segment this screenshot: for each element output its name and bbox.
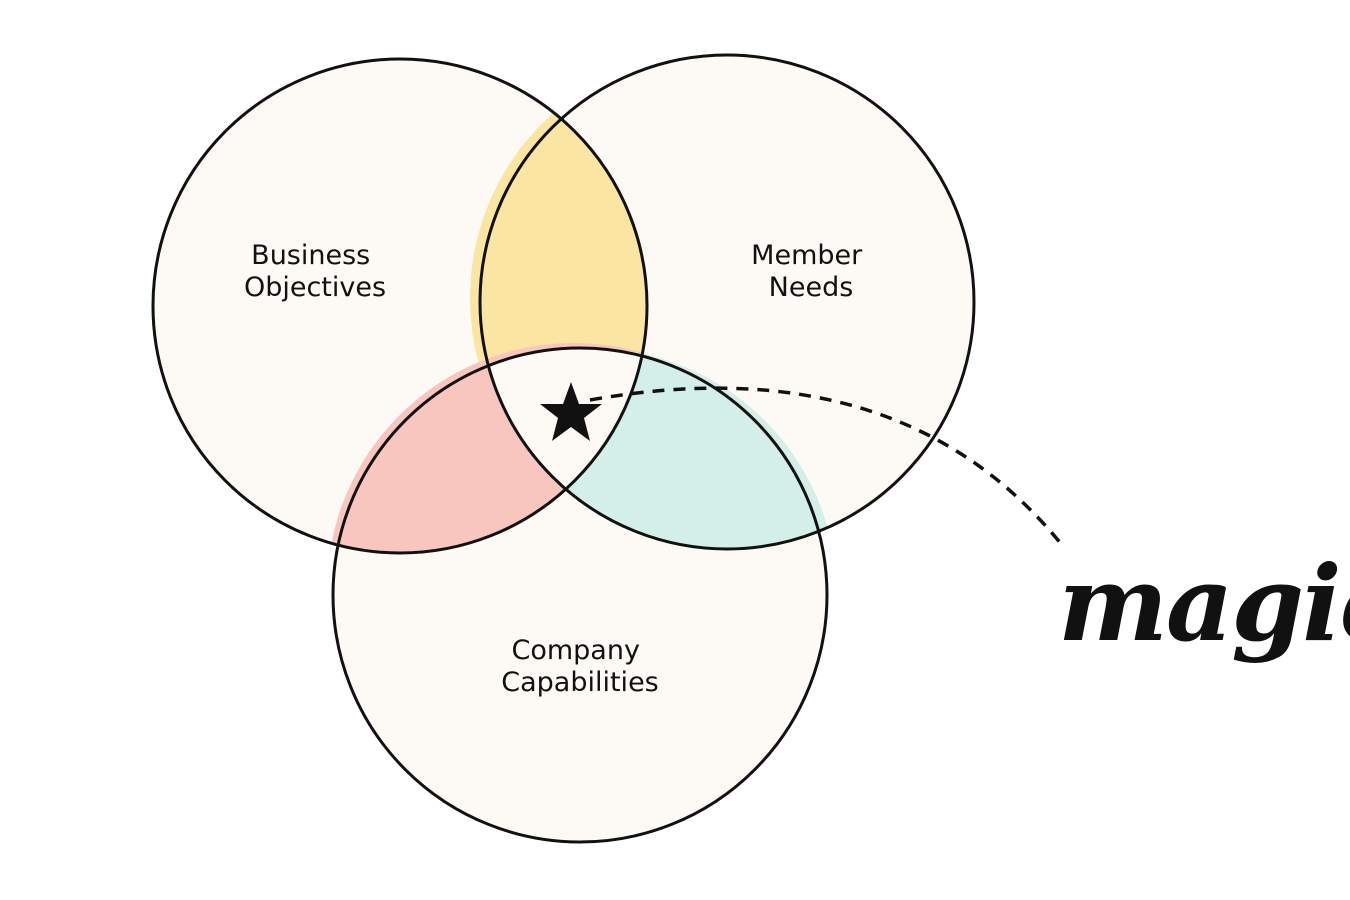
circle-outlines [151, 53, 976, 844]
member-needs-label: Member Needs [751, 240, 871, 303]
label-line: Needs [769, 272, 854, 303]
business-objectives-label: Business Objectives [244, 240, 386, 303]
label-line: Company [511, 635, 639, 666]
magic-annotation: magic [1058, 542, 1350, 665]
company-capabilities-label: Company Capabilities [501, 635, 659, 698]
star-icon [540, 382, 602, 441]
label-line: Capabilities [501, 667, 659, 698]
member-needs-circle [478, 53, 976, 551]
company-capabilities-circle [331, 346, 829, 844]
label-line: Business [251, 240, 370, 271]
member-company-overlap [480, 348, 837, 549]
label-line: Member [751, 240, 863, 271]
business-objectives-circle [151, 57, 649, 555]
business-company-overlap [327, 343, 647, 553]
dashed-connector [589, 386, 1064, 547]
label-line: Objectives [244, 272, 386, 303]
overlap-lenses [327, 59, 837, 553]
